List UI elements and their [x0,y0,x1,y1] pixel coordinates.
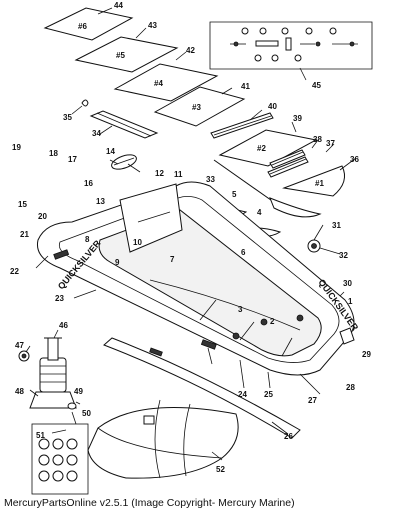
callout-41: 41 [241,82,250,91]
callout-46: 46 [59,321,68,330]
callout-11: 11 [174,170,183,179]
callout-38: 38 [313,135,322,144]
callout-6: 6 [241,248,246,257]
callout-21: 21 [20,230,29,239]
callout-34: 34 [92,129,101,138]
inflatable-boat[interactable]: QUICKSILVER QUICKSILVER [36,181,361,376]
floorboard-4-label: #4 [154,79,163,88]
callout-5: 5 [232,190,237,199]
callout-24: 24 [238,390,247,399]
callout-35: 35 [63,113,72,122]
callout-45: 45 [312,81,321,90]
stringer-39[interactable] [269,149,306,169]
keel-rail[interactable] [89,110,159,139]
callout-labels: 1 2 3 4 5 6 7 8 9 10 11 12 13 14 15 16 1… [10,1,371,474]
floorboard-5-label: #5 [116,51,125,60]
floorboard-2-label: #2 [257,144,266,153]
floorboard-3[interactable]: #3 [153,86,246,127]
stringer-37-38[interactable] [267,156,309,178]
callout-13: 13 [96,197,105,206]
callout-52: 52 [216,465,225,474]
floorboard-1-transom-piece[interactable]: #1 [282,165,345,197]
callout-20: 20 [38,212,47,221]
floorboard-6-label: #6 [78,22,87,31]
callout-43: 43 [148,21,157,30]
callout-1: 1 [348,297,353,306]
repair-kit[interactable] [31,423,89,495]
callout-47: 47 [15,341,24,350]
callout-26: 26 [284,432,293,441]
callout-25: 25 [264,390,273,399]
callout-9: 9 [115,258,120,267]
callout-49: 49 [74,387,83,396]
wear-strip[interactable] [103,337,301,439]
callout-19: 19 [12,143,21,152]
callout-33: 33 [206,175,215,184]
floorboard-6[interactable]: #6 [43,7,134,41]
callout-31: 31 [332,221,341,230]
copyright-footer: MercuryPartsOnline v2.5.1 (Image Copyrig… [4,497,295,509]
callout-42: 42 [186,46,195,55]
callout-48: 48 [15,387,24,396]
floorboard-4[interactable]: #4 [113,63,219,102]
callout-16: 16 [84,179,93,188]
callout-37: 37 [326,139,335,148]
callout-50: 50 [82,409,91,418]
callout-8: 8 [85,235,90,244]
callout-23: 23 [55,294,64,303]
hardware-kit-box[interactable] [209,21,373,70]
callout-22: 22 [10,267,19,276]
callout-51: 51 [36,431,45,440]
floorboard-5[interactable]: #5 [74,36,179,73]
callout-44: 44 [114,1,123,10]
floorboard-3-label: #3 [192,103,201,112]
callout-17: 17 [68,155,77,164]
rail-clip[interactable] [81,99,89,107]
callout-27: 27 [308,396,317,405]
callout-40: 40 [268,102,277,111]
foot-pump[interactable] [29,337,77,409]
floorboard-1-label: #1 [315,179,324,188]
leader-lines [25,7,357,461]
callout-29: 29 [362,350,371,359]
callout-32: 32 [339,251,348,260]
oar-33[interactable] [213,159,322,218]
callout-15: 15 [18,200,27,209]
callout-30: 30 [343,279,352,288]
floorboard-2[interactable]: #2 [218,129,318,167]
callout-3: 3 [238,305,243,314]
callout-4: 4 [257,208,262,217]
callout-2: 2 [270,317,275,326]
storage-bag[interactable] [87,399,239,479]
pump-hose-fitting[interactable] [67,402,77,410]
callout-36: 36 [350,155,359,164]
callout-12: 12 [155,169,164,178]
callout-7: 7 [170,255,175,264]
callout-10: 10 [133,238,142,247]
callout-28: 28 [346,383,355,392]
callout-39: 39 [293,114,302,123]
pump-adapter[interactable] [18,350,30,362]
callout-18: 18 [49,149,58,158]
callout-14: 14 [106,147,115,156]
